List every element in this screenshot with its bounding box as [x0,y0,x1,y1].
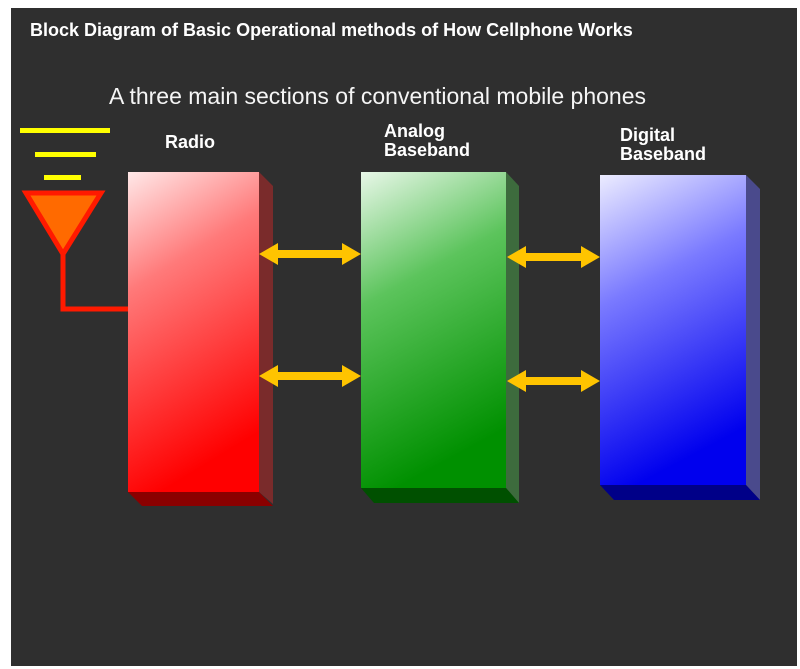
radio-label-line: Radio [165,132,216,152]
digital-baseband-block [600,175,760,500]
signal-wave-large [20,128,110,133]
signal-waves-icon [20,128,110,180]
radio-label: Radio [165,133,215,152]
analog-block-bottom [361,488,519,503]
arrow-analog-digital-top [507,246,600,268]
antenna-cone [21,190,106,259]
digital-block-bottom [600,485,760,500]
signal-wave-small [44,175,81,180]
analog-label-line-2: Baseband [384,140,471,160]
page-title: Block Diagram of Basic Operational metho… [30,20,633,40]
diagram-subtitle: A three main sections of conventional mo… [109,83,646,109]
analog-baseband-label: Analog Baseband [384,122,514,160]
arrow-analog-digital-bottom [507,370,600,392]
arrow-radio-analog-top [259,243,361,265]
signal-wave-medium [35,152,96,157]
radio-block [128,172,273,506]
radio-block-side [259,172,273,504]
digital-block-face [600,175,746,485]
analog-block-side [506,172,519,503]
analog-block-face [361,172,506,488]
digital-label-line-2: Baseband [620,144,707,164]
digital-baseband-label: Digital Baseband [620,126,750,164]
digital-label-line-1: Digital [620,125,676,145]
radio-block-bottom [128,492,273,506]
antenna-icon [21,190,130,312]
arrow-radio-analog-bottom [259,365,361,387]
digital-block-side [746,175,760,500]
analog-label-line-1: Analog [384,121,445,141]
antenna-wire [60,254,130,312]
radio-block-face [128,172,259,492]
analog-baseband-block [361,172,519,503]
